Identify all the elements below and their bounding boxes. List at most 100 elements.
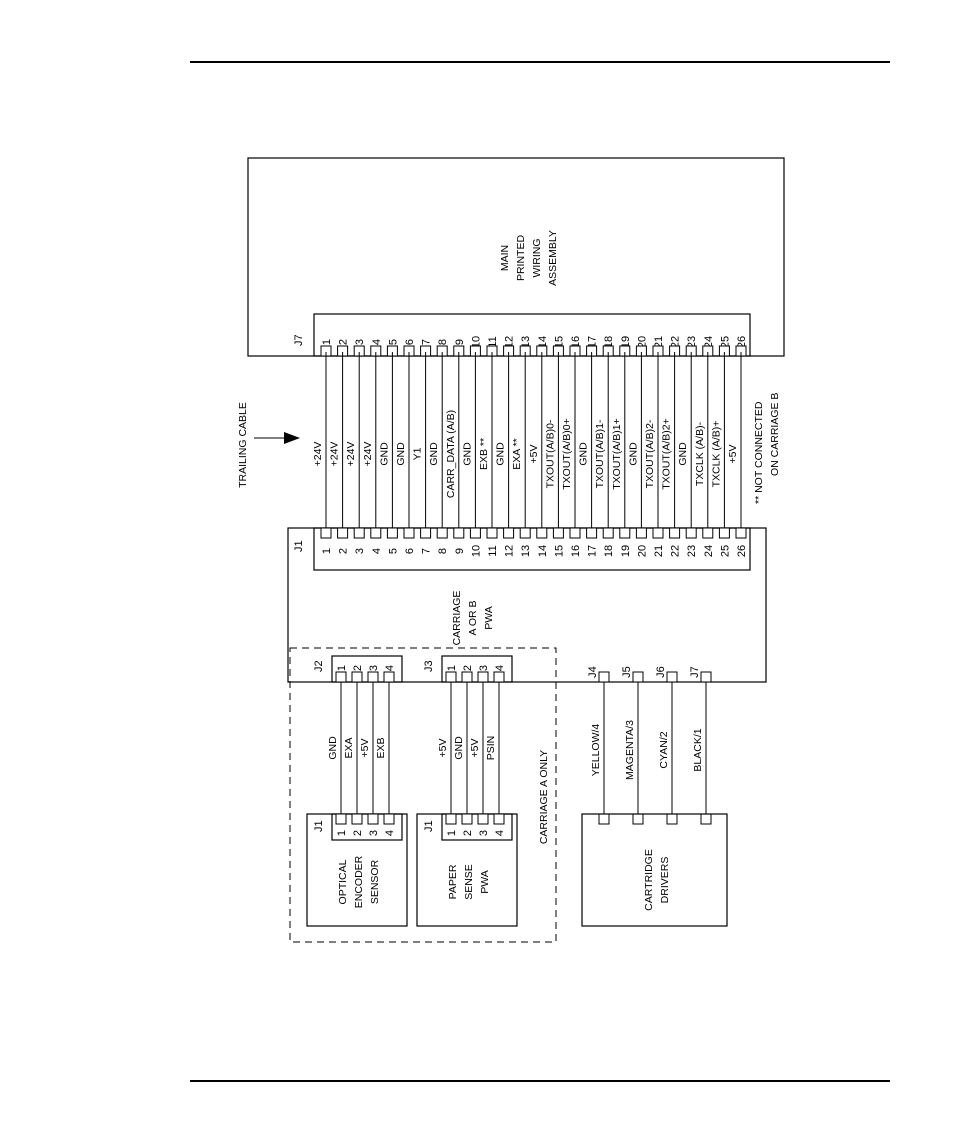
cartridge-signal-1: YELLOW/4 xyxy=(590,724,602,777)
optical-encoder-label-line-3: SENSOR xyxy=(369,859,381,904)
main-pin-2: 2 xyxy=(338,339,350,345)
cartridge-bottom-pad-3 xyxy=(666,813,678,825)
cartridge-signal-2: MAGENTA/3 xyxy=(624,720,636,780)
carriage-pin-9: 9 xyxy=(454,548,466,554)
main-pin-15: 15 xyxy=(553,336,565,348)
j3-pad-4 xyxy=(493,671,505,683)
signal-label-6: GND xyxy=(395,442,407,466)
j2-connector-box xyxy=(331,655,403,683)
signal-label-19: TXOUT(A/B)1+ xyxy=(611,418,623,489)
carriage-pad-2 xyxy=(337,527,349,539)
carriage-pad-19 xyxy=(619,527,631,539)
carriage-pin-10: 10 xyxy=(470,545,482,557)
main-connector-pads xyxy=(320,345,747,357)
signal-label-25: TXCLK (A/B)+ xyxy=(710,421,722,488)
optical-encoder-label-line-1: OPTICAL xyxy=(337,859,349,904)
signal-label-8: GND xyxy=(428,442,440,466)
main-pin-25: 25 xyxy=(719,336,731,348)
footnote-line-2: ON CARRIAGE B xyxy=(769,393,781,476)
main-pin-20: 20 xyxy=(636,336,648,348)
optical-encoder-label-line-2: ENCODER xyxy=(353,855,365,908)
j2-pad-2 xyxy=(351,671,363,683)
main-pin-6: 6 xyxy=(404,339,416,345)
j3-signal-3: +5V xyxy=(469,739,481,758)
main-pin-1: 1 xyxy=(321,339,333,345)
footnote-line-1: ** NOT CONNECTED xyxy=(753,401,765,504)
j3-signal-2: GND xyxy=(453,736,465,760)
paper-sense-label: PAPER SENSE PWA xyxy=(447,864,491,900)
main-pin-18: 18 xyxy=(603,336,615,348)
main-pin-8: 8 xyxy=(437,339,449,345)
encoder-connector-box xyxy=(331,813,403,841)
signal-label-17: GND xyxy=(578,442,590,466)
carriage-pin-13: 13 xyxy=(520,545,532,557)
carriage-pad-12 xyxy=(503,527,515,539)
j3-pad-1 xyxy=(445,671,457,683)
main-connector-j7-box xyxy=(313,313,751,357)
carriage-pwa-label-line-3: PWA xyxy=(483,606,495,630)
signal-label-1: +24V xyxy=(312,442,324,467)
carriage-pad-26 xyxy=(735,527,747,539)
j3-pin-3: 3 xyxy=(478,665,490,671)
cartridge-connector-J4: J4 xyxy=(587,666,599,678)
cartridge-connector-J7: J7 xyxy=(689,666,701,678)
carriage-pin-18: 18 xyxy=(603,545,615,557)
encoder-connector-label: J1 xyxy=(313,820,325,832)
carriage-pin-6: 6 xyxy=(404,548,416,554)
cartridge-signal-4: BLACK/1 xyxy=(692,728,704,771)
carriage-pin-15: 15 xyxy=(553,545,565,557)
signal-label-7: Y1 xyxy=(412,447,424,460)
carriage-connector-j1-label: J1 xyxy=(293,540,305,552)
carriage-pad-9 xyxy=(453,527,465,539)
carriage-pad-15 xyxy=(552,527,564,539)
cartridge-top-pad-3 xyxy=(666,671,678,683)
signal-label-14: +5V xyxy=(528,445,540,464)
carriage-pin-1: 1 xyxy=(321,548,333,554)
carriage-pin-19: 19 xyxy=(620,545,632,557)
j3-pad-2 xyxy=(461,671,473,683)
main-pwa-label-line-4: ASSEMBLY xyxy=(547,230,559,286)
paper-sense-label-line-3: PWA xyxy=(479,870,491,894)
carriage-pin-22: 22 xyxy=(670,545,682,557)
j3-signal-1: +5V xyxy=(437,739,449,758)
carriage-pin-23: 23 xyxy=(686,545,698,557)
j3-pin-1: 1 xyxy=(446,665,458,671)
carriage-connector-j1-box xyxy=(313,527,751,571)
carriage-pin-20: 20 xyxy=(636,545,648,557)
carriage-pad-5 xyxy=(386,527,398,539)
paper-sense-pad-1 xyxy=(445,813,457,825)
signal-label-4: +24V xyxy=(362,442,374,467)
carriage-pwa-label-line-1: CARRIAGE xyxy=(451,591,463,646)
main-pwa-label-line-1: MAIN xyxy=(499,245,511,271)
carriage-pad-24 xyxy=(702,527,714,539)
paper-sense-label-line-1: PAPER xyxy=(447,864,459,899)
carriage-pad-8 xyxy=(436,527,448,539)
carriage-pin-21: 21 xyxy=(653,545,665,557)
signal-label-16: TXOUT(A/B)0+ xyxy=(561,418,573,489)
carriage-pad-11 xyxy=(486,527,498,539)
main-pin-3: 3 xyxy=(354,339,366,345)
carriage-pin-2: 2 xyxy=(338,548,350,554)
encoder-pad-4 xyxy=(383,813,395,825)
j3-connector-box xyxy=(441,655,513,683)
signal-label-12: GND xyxy=(495,442,507,466)
carriage-pad-22 xyxy=(669,527,681,539)
arrow-head xyxy=(284,432,300,444)
signal-label-10: GND xyxy=(461,442,473,466)
carriage-pad-10 xyxy=(469,527,481,539)
paper-sense-pin-2: 2 xyxy=(462,830,474,836)
carriage-pad-14 xyxy=(536,527,548,539)
cartridge-signal-3: CYAN/2 xyxy=(658,731,670,768)
optical-encoder-label: OPTICAL ENCODER SENSOR xyxy=(337,855,381,908)
main-connector-j7-label: J7 xyxy=(293,334,305,346)
carriage-pin-4: 4 xyxy=(371,548,383,554)
cartridge-drivers-label-line-1: CARTRIDGE xyxy=(643,849,655,911)
carriage-pin-26: 26 xyxy=(736,545,748,557)
main-pin-13: 13 xyxy=(520,336,532,348)
